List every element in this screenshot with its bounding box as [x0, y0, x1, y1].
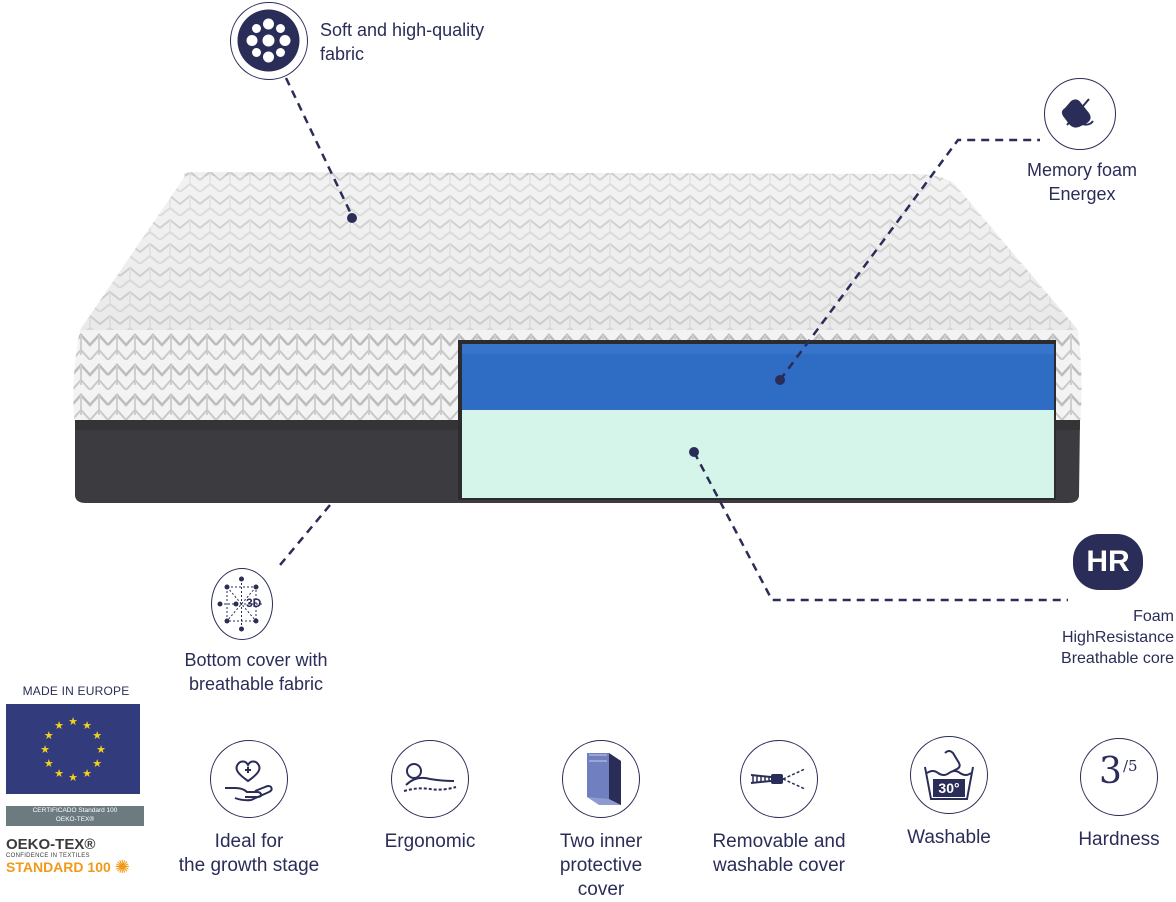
3d-text: 3D [246, 596, 262, 610]
hardness-icon: 3 /5 [1080, 738, 1158, 816]
wash-temp: 30° [938, 780, 960, 796]
bottom-cover-label: Bottom cover with breathable fabric [184, 650, 328, 694]
eu-star-icon: ★ [44, 730, 54, 742]
feature-label: Removable and washable cover [712, 831, 846, 876]
feature-growth: Ideal for the growth stage [164, 740, 334, 878]
eu-flag: ★★★★★★★★★★★★ [6, 704, 140, 794]
hardness-value: 3 [1099, 751, 1122, 792]
3d-mesh-icon: 3D [211, 568, 273, 640]
feature-ergonomic: Ergonomic [345, 740, 515, 854]
feature-removable: Removable and washable cover [694, 740, 864, 878]
wash-30-icon: 30° [910, 736, 988, 814]
cert-line-2: OEKO-TEX® [55, 816, 95, 823]
heart-hand-icon [210, 740, 288, 818]
hand-press-icon [1044, 78, 1116, 150]
hr-core-label: Foam HighResistance Breathable core [1061, 608, 1174, 667]
memory-foam-label: Memory foam Energex [1026, 160, 1138, 204]
hr-badge: HR [1073, 534, 1143, 590]
zipper-icon [740, 740, 818, 818]
layered-cover-icon [562, 740, 640, 818]
feature-label: Two inner protective cover [559, 831, 643, 900]
eu-star-icon: ★ [68, 716, 78, 728]
fabric-label: Soft and high-quality fabric [320, 20, 485, 64]
feature-label: Ergonomic [384, 831, 476, 852]
made-in-europe-label: MADE IN EUROPE [22, 684, 130, 698]
certification-block: MADE IN EUROPE ★★★★★★★★★★★★ CERTIFICADO … [6, 684, 146, 877]
hr-badge-text: HR [1086, 545, 1130, 578]
feature-label: Washable [907, 827, 991, 848]
eu-star-icon: ★ [44, 758, 54, 770]
eu-star-icon: ★ [54, 720, 64, 732]
feature-hardness: 3 /5 Hardness [1034, 738, 1176, 852]
oeko-sub: CONFIDENCE IN TEXTILES [6, 853, 90, 859]
oeko-title: OEKO-TEX® [6, 836, 96, 853]
feature-washable: 30° Washable [864, 736, 1034, 850]
eu-star-icon: ★ [40, 744, 50, 756]
eu-star-icon: ★ [82, 768, 92, 780]
hr-foam-layer [462, 410, 1054, 498]
oeko-flower-icon: ✺ [114, 857, 130, 877]
eu-star-icon: ★ [92, 730, 102, 742]
hardness-scale: /5 [1123, 757, 1138, 775]
eu-star-icon: ★ [54, 768, 64, 780]
certificate-strip: CERTIFICADO Standard 100 OEKO-TEX® [6, 806, 144, 826]
eu-star-icon: ★ [96, 744, 106, 756]
feature-label: Ideal for the growth stage [178, 831, 320, 876]
eu-star-icon: ★ [82, 720, 92, 732]
body-contour-icon [391, 740, 469, 818]
oeko-standard: STANDARD 100 [6, 859, 111, 875]
feature-covers: Two inner protective cover [516, 740, 686, 902]
cert-line-1: CERTIFICADO Standard 100 [32, 807, 118, 814]
eu-star-icon: ★ [92, 758, 102, 770]
fabric-icon [230, 2, 308, 80]
feature-label: Hardness [1078, 829, 1160, 850]
memory-foam-layer [462, 344, 1054, 410]
eu-star-icon: ★ [68, 772, 78, 784]
